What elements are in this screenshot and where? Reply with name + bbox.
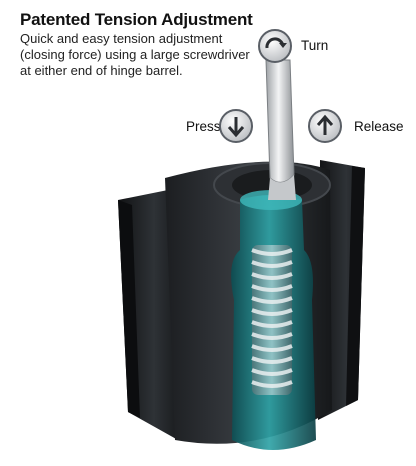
arrow-down-icon <box>219 109 253 143</box>
release-label: Release <box>354 119 404 134</box>
spring-cutaway <box>231 190 316 450</box>
turn-icon <box>258 29 292 63</box>
page-title: Patented Tension Adjustment <box>20 10 253 29</box>
screwdriver <box>265 59 296 200</box>
description-line-1: Quick and easy tension adjustment <box>20 31 223 46</box>
arrow-up-icon <box>308 109 342 143</box>
left-hinge-leaf <box>118 190 178 440</box>
description: Quick and easy tension adjustment (closi… <box>20 31 260 79</box>
description-line-2: (closing force) using a large screwdrive… <box>20 47 250 62</box>
tension-spring <box>251 245 293 395</box>
press-label: Press <box>186 119 221 134</box>
description-line-3: at either end of hinge barrel. <box>20 63 183 78</box>
turn-label: Turn <box>301 38 329 53</box>
